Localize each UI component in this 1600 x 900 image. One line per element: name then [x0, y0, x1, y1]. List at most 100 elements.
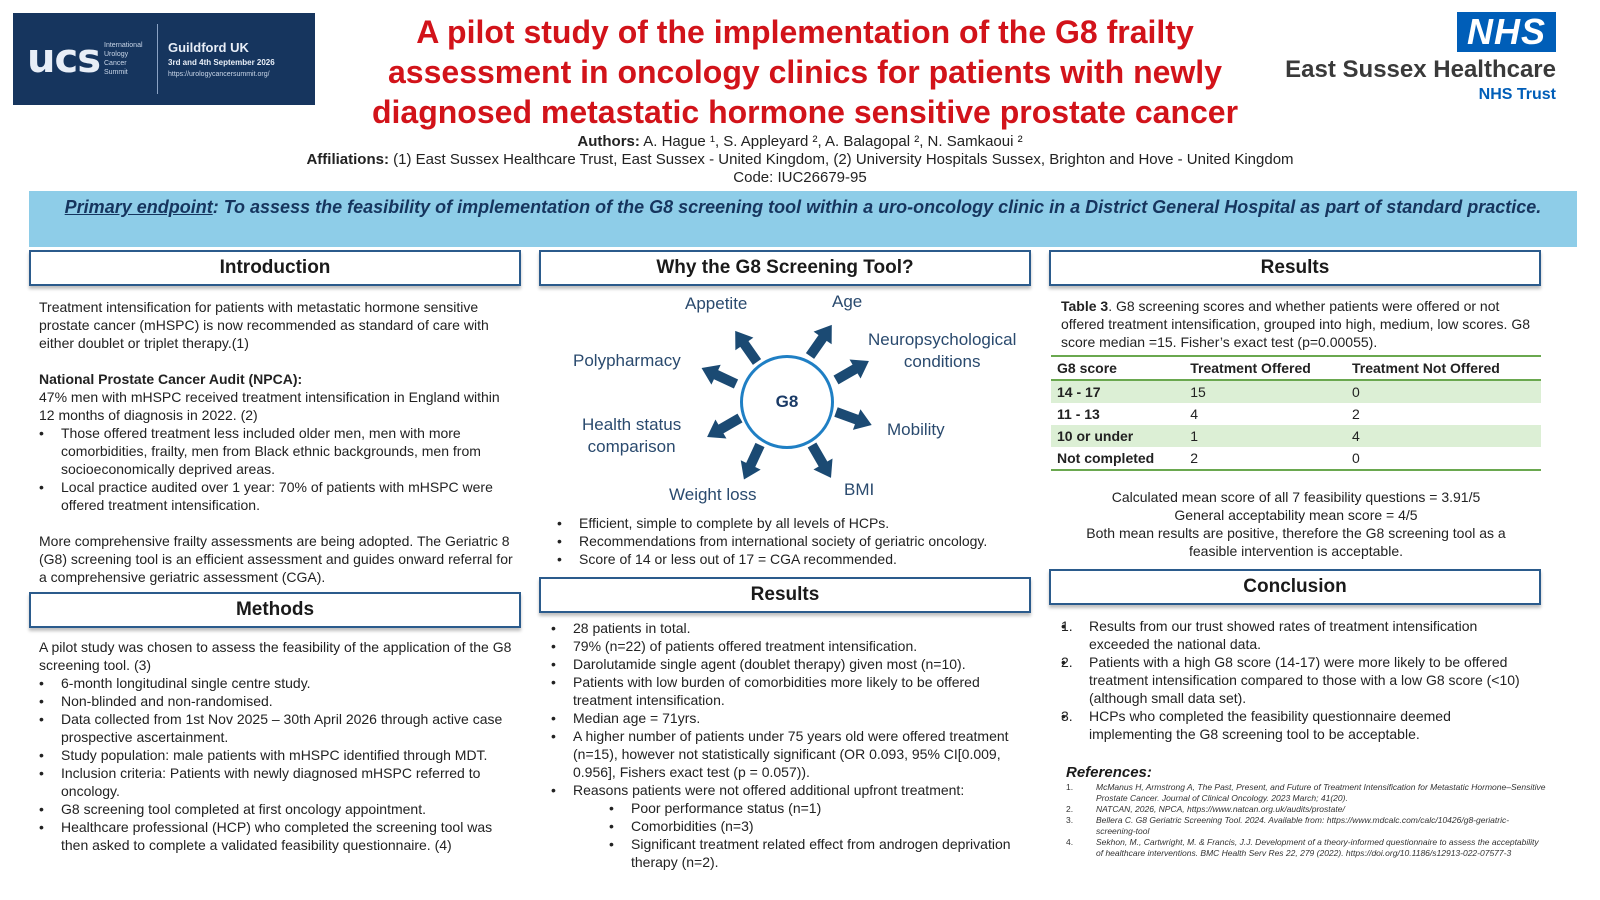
- ucs-mark: ucs International Urology Cancer Summit: [13, 13, 153, 105]
- ref-number: 3.: [1066, 815, 1074, 825]
- references-title-text: References: [1066, 764, 1147, 781]
- table-header-row: G8 score Treatment Offered Treatment Not…: [1051, 355, 1541, 381]
- arrow-weight-icon: [733, 440, 770, 485]
- table-cell: 15: [1184, 380, 1346, 403]
- table-header: Treatment Offered: [1184, 355, 1346, 381]
- list-item: Poor performance status (n=1): [551, 799, 1025, 817]
- methods-body: A pilot study was chosen to assess the f…: [39, 638, 513, 854]
- intro-paragraph-2: More comprehensive frailty assessments a…: [39, 533, 513, 585]
- arrow-bmi-icon: [802, 439, 841, 484]
- arrow-age-icon: [800, 318, 841, 363]
- ref-text: Bellera C. G8 Geriatric Screening Tool. …: [1096, 815, 1510, 836]
- ucs-divider: [157, 24, 158, 94]
- table-row: 14 - 17 15 0: [1051, 380, 1541, 403]
- authors-names: A. Hague ¹, S. Appleyard ², A. Balagopal…: [643, 133, 1023, 150]
- list-item: Median age = 71yrs.: [551, 709, 1025, 727]
- list-item: Data collected from 1st Nov 2025 – 30th …: [39, 710, 513, 746]
- ucs-logo: ucs International Urology Cancer Summit …: [13, 13, 315, 105]
- list-item: 1. Results from our trust showed rates of…: [1061, 617, 1531, 653]
- summary-line: General acceptability mean score = 4/5: [1174, 507, 1418, 523]
- npca-title: National Prostate Cancer Audit (NPCA):: [39, 371, 303, 387]
- ref-number: 2.: [1066, 804, 1074, 814]
- results-right-heading: Results: [1049, 250, 1541, 286]
- primary-endpoint-banner: Primary endpoint: To assess the feasibil…: [29, 191, 1577, 247]
- conclusion-heading: Conclusion: [1049, 569, 1541, 605]
- table-cell: 2: [1184, 447, 1346, 471]
- nhs-org-name: East Sussex Healthcare: [1285, 56, 1556, 83]
- label-neuro-line1: Neuropsychological: [868, 330, 1017, 349]
- ucs-url: https://urologycancersummit.org/: [168, 71, 270, 78]
- label-mobility: Mobility: [887, 420, 945, 439]
- list-item: Study population: male patients with mHS…: [39, 746, 513, 764]
- label-neuro-line2: conditions: [903, 352, 981, 371]
- list-item: Those offered treatment less included ol…: [39, 424, 513, 478]
- table-cell: 1: [1184, 425, 1346, 447]
- g8-score-table: G8 score Treatment Offered Treatment Not…: [1051, 355, 1541, 471]
- table-row: 10 or under 1 4: [1051, 425, 1541, 447]
- nhs-logo: NHS: [1456, 12, 1556, 52]
- nhs-trust-label: NHS Trust: [1478, 86, 1556, 103]
- table-cell: Not completed: [1051, 447, 1185, 471]
- ucs-dates: 3rd and 4th September 2026: [168, 58, 275, 67]
- conclusion-body: 1. Results from our trust showed rates of…: [1061, 617, 1531, 743]
- npca-text: 47% men with mHSPC received treatment in…: [39, 389, 500, 423]
- ref-text: McManus H, Armstrong A, The Past, Presen…: [1096, 782, 1546, 803]
- why-g8-bullets: Efficient, simple to complete by all lev…: [557, 514, 1027, 568]
- list-item: Recommendations from international socie…: [557, 532, 1027, 550]
- ref-text: NATCAN, 2026, NPCA, https://www.natcan.o…: [1096, 804, 1345, 814]
- item-number: 1.: [1061, 618, 1073, 634]
- list-item: G8 screening tool completed at first onc…: [39, 800, 513, 818]
- feasibility-summary: Calculated mean score of all 7 feasibili…: [1063, 488, 1529, 560]
- list-item: 6-month longitudinal single centre study…: [39, 674, 513, 692]
- label-polypharmacy: Polypharmacy: [573, 351, 681, 370]
- table-cell: 0: [1346, 447, 1541, 471]
- reference-item: 3. Bellera C. G8 Geriatric Screening Tool…: [1066, 815, 1546, 837]
- ucs-city: Guildford UK: [168, 40, 249, 55]
- arrow-appetite-icon: [726, 324, 767, 369]
- affiliations-label: Affiliations:: [306, 151, 389, 168]
- primary-endpoint-label: Primary endpoint: [64, 197, 213, 217]
- table-cell: 4: [1346, 425, 1541, 447]
- arrow-health-icon: [701, 408, 746, 447]
- reference-item: 2. NATCAN, 2026, NPCA, https://www.natcan…: [1066, 804, 1546, 815]
- references-title: References:: [1066, 764, 1152, 781]
- item-number: 2.: [1061, 654, 1073, 670]
- item-text: Results from our trust showed rates of t…: [1089, 618, 1478, 652]
- abstract-code: Code: IUC26679-95: [733, 169, 867, 186]
- authors-label: Authors:: [577, 133, 640, 150]
- summary-line: Calculated mean score of all 7 feasibili…: [1111, 489, 1481, 505]
- label-neuropsychological: Neuropsychological conditions: [868, 329, 1016, 373]
- g8-diagram: G8 Appetite Age Neuropsychological condi…: [560, 290, 1016, 510]
- ucs-line3: Cancer: [104, 60, 127, 67]
- list-item: 2.Patients with a high G8 score (14-17) …: [1061, 653, 1531, 707]
- list-item: Comorbidities (n=3): [551, 817, 1025, 835]
- table-caption-text: . G8 screening scores and whether patien…: [1061, 298, 1530, 350]
- list-item: Efficient, simple to complete by all lev…: [557, 514, 1027, 532]
- list-item: Non-blinded and non-randomised.: [39, 692, 513, 710]
- list-item: 28 patients in total.: [551, 619, 1025, 637]
- why-g8-heading: Why the G8 Screening Tool?: [539, 250, 1031, 286]
- table-cell: 11 - 13: [1057, 406, 1100, 422]
- table-cell: 2: [1352, 406, 1360, 422]
- affiliations-line: Affiliations: (1) East Sussex Healthcare…: [230, 151, 1370, 169]
- table-cell: 4: [1190, 406, 1199, 422]
- ucs-letters: ucs: [27, 36, 101, 82]
- list-item: 79% (n=22) of patients offered treatment…: [551, 637, 1025, 655]
- reference-item: 1. McManus H, Armstrong A, The Past, Pres…: [1066, 782, 1546, 804]
- table-cell: 10 or under: [1051, 425, 1185, 447]
- summary-line: Both mean results are positive, therefor…: [1086, 525, 1506, 559]
- intro-bullets: Those offered treatment less included ol…: [39, 424, 513, 514]
- ref-text: Sekhon, M., Cartwright, M. & Francis, J.…: [1096, 837, 1539, 858]
- list-item: Significant treatment related effect fro…: [551, 835, 1025, 871]
- table-header: Treatment Not Offered: [1346, 355, 1541, 381]
- label-appetite: Appetite: [685, 294, 748, 313]
- primary-endpoint-text: : To assess the feasibility of implement…: [212, 197, 1542, 217]
- table-cell: 14 - 17: [1051, 380, 1185, 403]
- authors-block: Authors: A. Hague ¹, S. Appleyard ², A. …: [230, 133, 1370, 187]
- intro-paragraph-1: Treatment intensification for patients w…: [39, 299, 489, 351]
- references-list: 1. McManus H, Armstrong A, The Past, Pres…: [1066, 782, 1546, 859]
- ref-number: 1.: [1066, 782, 1074, 792]
- introduction-heading: Introduction: [29, 250, 521, 286]
- g8-center-circle: G8: [740, 355, 834, 449]
- label-health-status: Health status comparison: [582, 414, 681, 458]
